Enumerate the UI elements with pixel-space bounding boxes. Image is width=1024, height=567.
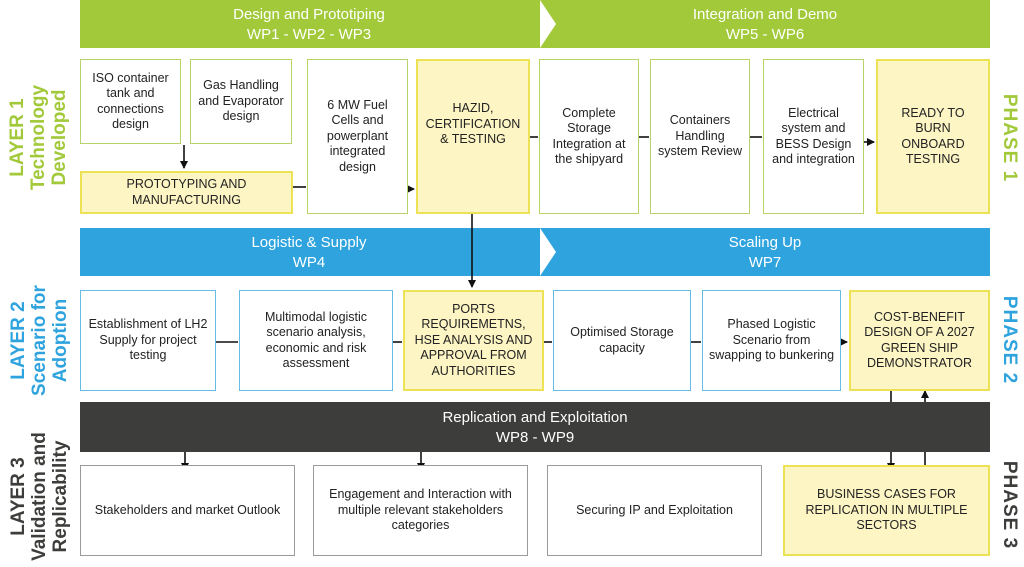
band-integration-demo: Integration and Demo WP5 - WP6 [540, 0, 990, 48]
box-fuel-cells-text: 6 MW Fuel Cells and powerplant integrate… [326, 97, 389, 174]
box-storage-integration-text: Complete Storage Integration at the ship… [552, 105, 626, 167]
box-containers-review: Containers Handling system Review [650, 59, 750, 214]
band-logistic-wp: WP4 [292, 254, 326, 271]
band-integration-notch [540, 0, 556, 48]
band-design-title: Design and Prototiping [233, 6, 385, 23]
box-electrical-text: Electrical system and BESS Design and in… [772, 105, 855, 167]
band-replication-title: Replication and Exploitation [442, 409, 628, 426]
box-containers-review-text: Containers Handling system Review [657, 113, 743, 159]
box-business-cases-text: BUSINESS CASES FOR REPLICATION IN MULTIP… [805, 487, 968, 533]
band-integration-title: Integration and Demo [692, 6, 838, 23]
box-optimised-storage-text: Optimised Storage capacity [570, 325, 674, 355]
band-integration-wp: WP5 - WP6 [725, 26, 805, 43]
box-ports-requirements: PORTS REQUIREMETNS, HSE ANALYSIS AND APP… [403, 290, 544, 391]
band-replication-exploitation: Replication and Exploitation WP8 - WP9 [80, 402, 990, 452]
band-scaling-up: Scaling Up WP7 [540, 228, 990, 276]
band-logistic-title: Logistic & Supply [251, 234, 367, 251]
box-phased-logistic-text: Phased Logistic Scenario from swapping t… [708, 317, 835, 363]
box-ready-burn-text: READY TO BURN ONBOARD TESTING [901, 105, 965, 167]
box-optimised-storage: Optimised Storage capacity [553, 290, 691, 391]
box-stakeholders-text: Stakeholders and market Outlook [94, 502, 281, 517]
box-engagement-interaction: Engagement and Interaction with multiple… [313, 465, 528, 556]
box-prototyping-text: PROTOTYPING AND MANUFACTURING [126, 177, 247, 207]
box-cost-benefit-text: COST-BENEFIT DESIGN OF A 2027 GREEN SHIP… [864, 309, 975, 371]
box-hazid-text: HAZID, CERTIFICATION & TESTING [425, 101, 521, 146]
box-engagement-text: Engagement and Interaction with multiple… [329, 487, 512, 533]
box-securing-ip-text: Securing IP and Exploitation [576, 502, 733, 517]
box-hazid-certification: HAZID, CERTIFICATION & TESTING [416, 59, 530, 214]
box-storage-integration: Complete Storage Integration at the ship… [539, 59, 639, 214]
box-gas-handling-text: Gas Handling and Evaporator design [198, 78, 284, 124]
box-iso-container-text: ISO container tank and connections desig… [92, 70, 169, 132]
box-ports-text: PORTS REQUIREMETNS, HSE ANALYSIS AND APP… [414, 301, 533, 378]
box-iso-container: ISO container tank and connections desig… [80, 59, 181, 144]
band-design-prototyping: Design and Prototiping WP1 - WP2 - WP3 [80, 0, 538, 48]
box-stakeholders-market: Stakeholders and market Outlook [80, 465, 295, 556]
band-design-wp: WP1 - WP2 - WP3 [246, 26, 372, 43]
box-gas-handling: Gas Handling and Evaporator design [190, 59, 292, 144]
band-logistic-supply: Logistic & Supply WP4 [80, 228, 538, 276]
box-securing-ip: Securing IP and Exploitation [547, 465, 762, 556]
band-replication-wp: WP8 - WP9 [495, 429, 575, 446]
band-scaling-notch [540, 228, 556, 276]
box-phased-logistic: Phased Logistic Scenario from swapping t… [702, 290, 841, 391]
box-multimodal-logistic: Multimodal logistic scenario analysis, e… [239, 290, 393, 391]
box-ready-to-burn: READY TO BURN ONBOARD TESTING [876, 59, 990, 214]
band-scaling-wp: WP7 [748, 254, 782, 271]
box-electrical-bess: Electrical system and BESS Design and in… [763, 59, 864, 214]
box-lh2-supply-text: Establishment of LH2 Supply for project … [88, 317, 208, 363]
box-business-cases: BUSINESS CASES FOR REPLICATION IN MULTIP… [783, 465, 990, 556]
box-multimodal-text: Multimodal logistic scenario analysis, e… [264, 309, 368, 371]
box-lh2-supply: Establishment of LH2 Supply for project … [80, 290, 216, 391]
box-prototyping-manufacturing: PROTOTYPING AND MANUFACTURING [80, 171, 293, 214]
band-scaling-title: Scaling Up [728, 234, 802, 251]
box-fuel-cells: 6 MW Fuel Cells and powerplant integrate… [307, 59, 408, 214]
box-cost-benefit: COST-BENEFIT DESIGN OF A 2027 GREEN SHIP… [849, 290, 990, 391]
